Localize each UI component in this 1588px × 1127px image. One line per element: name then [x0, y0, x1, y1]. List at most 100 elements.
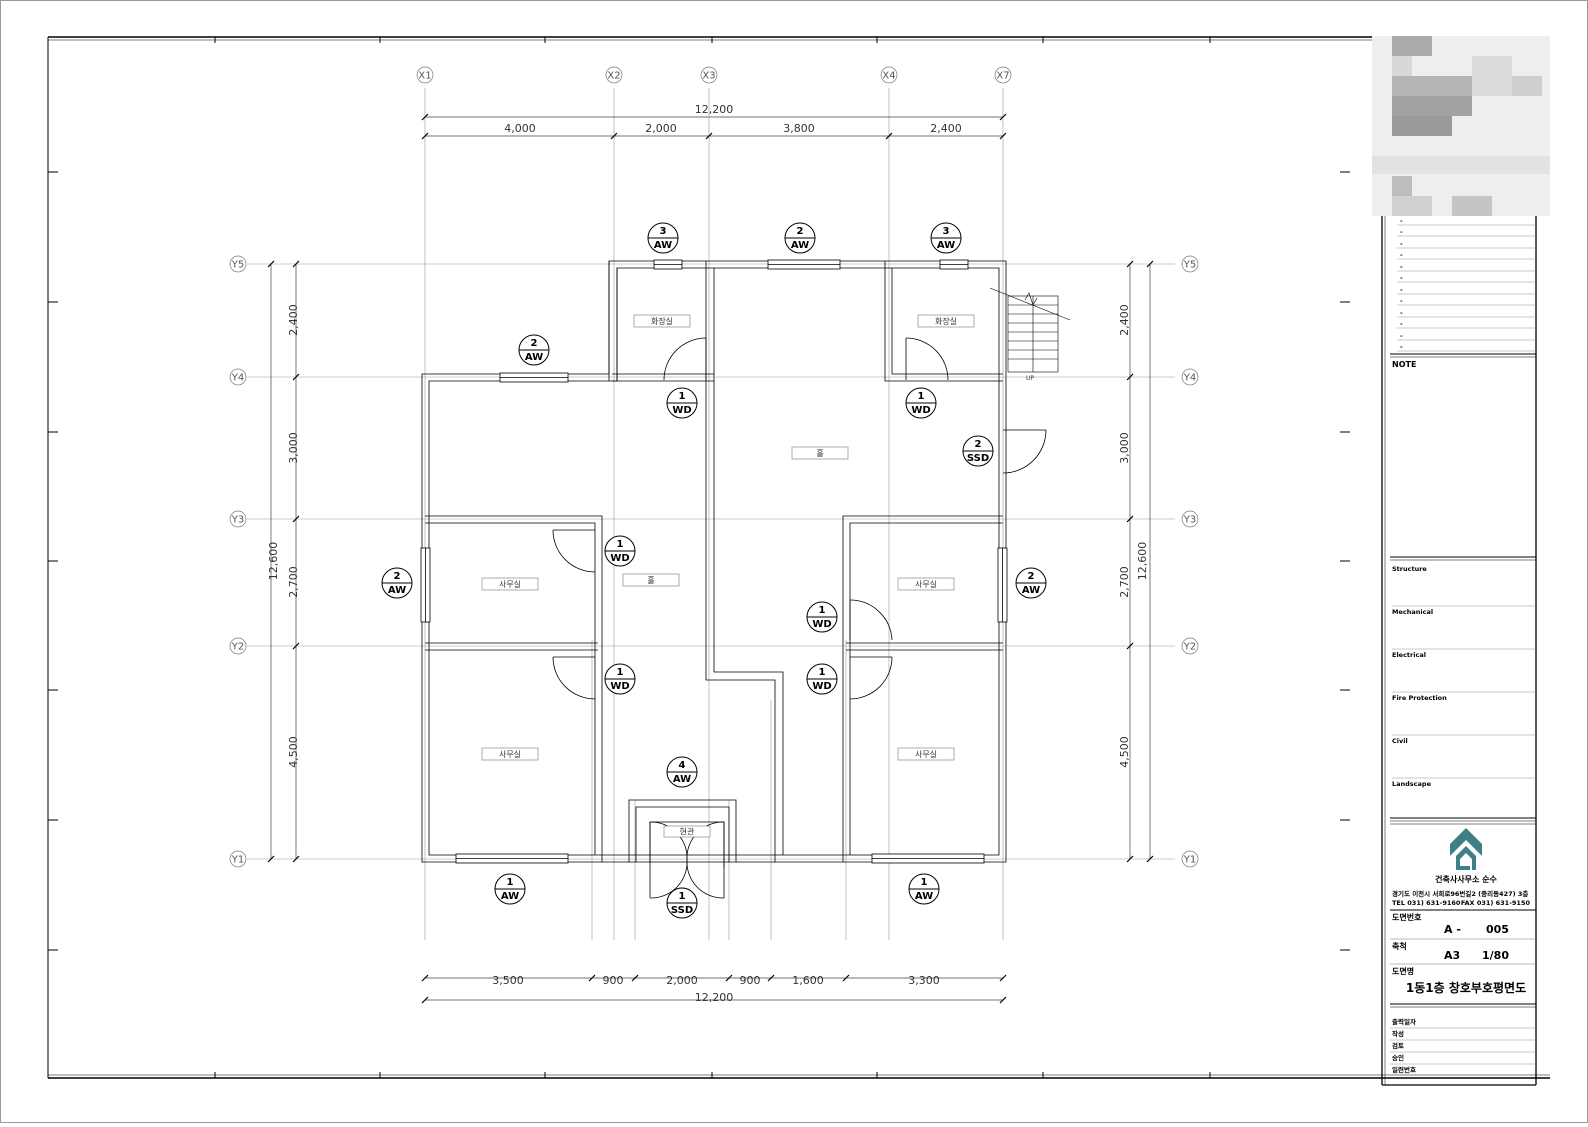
grid-bubble: X4: [880, 66, 898, 84]
opening-tag: 1WD: [806, 663, 838, 695]
tag-code: AW: [1022, 585, 1040, 596]
signoff-label: 승인: [1392, 1053, 1404, 1062]
opening-tag: 3AW: [930, 222, 962, 254]
dim-right-total: 12,600: [1136, 542, 1149, 581]
tag-number: 1: [819, 667, 826, 678]
grid-label-y-right: Y4: [1183, 373, 1196, 384]
grid-label-y-right: Y5: [1183, 260, 1196, 271]
tag-code: WD: [672, 405, 691, 416]
opening-tag: 1AW: [908, 873, 940, 905]
room-label: 사무실: [499, 749, 521, 759]
dim-bottom: 3,300: [908, 974, 940, 987]
dim-bottom: 900: [740, 974, 761, 987]
paper-size: A3: [1444, 949, 1460, 962]
tag-code: AW: [525, 352, 543, 363]
revision-mark: -: [1400, 251, 1403, 259]
revision-mark: -: [1400, 286, 1403, 294]
stair: [989, 287, 1071, 373]
discipline-label: Landscape: [1392, 780, 1432, 788]
grid-label-x: X7: [996, 71, 1009, 82]
opening-tag: 2AW: [784, 222, 816, 254]
dim-left: 2,400: [287, 304, 300, 336]
room-label: 홀: [816, 448, 823, 458]
tag-number: 2: [1028, 571, 1035, 582]
tag-code: AW: [915, 891, 933, 902]
revision-mark: -: [1400, 263, 1403, 271]
opening-tag: 1WD: [666, 387, 698, 419]
revision-marks: - - - - - - - - - - - -: [1400, 217, 1403, 351]
discipline-list: Structure Mechanical Electrical Fire Pro…: [1392, 565, 1536, 788]
tag-number: 1: [679, 391, 686, 402]
tag-code: AW: [673, 774, 691, 785]
note-label: NOTE: [1392, 360, 1416, 369]
tag-number: 1: [617, 539, 624, 550]
blurred-stamp: [1372, 36, 1550, 216]
room-label: 화장실: [935, 316, 957, 326]
drawing-frame: [47, 36, 1550, 1079]
title-block: - - - - - - - - - - - - NOTE Structure M…: [1372, 36, 1550, 1086]
discipline-label: Mechanical: [1392, 608, 1433, 616]
revision-mark: -: [1400, 309, 1403, 317]
dim-bottom: 1,600: [792, 974, 824, 987]
dim-bottom-total: 12,200: [695, 991, 734, 1004]
dim-left: 3,000: [287, 432, 300, 464]
dim-bottom: 3,500: [492, 974, 524, 987]
discipline-label: Electrical: [1392, 651, 1426, 659]
dimension-lines: [267, 113, 1154, 1004]
tag-code: AW: [654, 240, 672, 251]
room-labels: 화장실 화장실 홀 홀 사무실 사무실 사무실 사무실 현관: [481, 314, 975, 838]
tag-number: 1: [921, 877, 928, 888]
tag-code: AW: [791, 240, 809, 251]
discipline-label: Civil: [1392, 737, 1408, 745]
opening-tag: 2AW: [1015, 567, 1047, 599]
drawing-number-prefix: A -: [1444, 923, 1461, 936]
tag-number: 2: [975, 439, 982, 450]
opening-tag: 1WD: [604, 535, 636, 567]
firm-fax: FAX 031) 631-9150: [1461, 899, 1531, 907]
opening-tag: 4AW: [666, 756, 698, 788]
revision-mark: -: [1400, 228, 1403, 236]
grid-label-y-left: Y4: [231, 373, 244, 384]
tag-number: 4: [679, 760, 686, 771]
revision-mark: -: [1400, 332, 1403, 340]
stair-up-label: UP: [1026, 375, 1034, 382]
revision-mark: -: [1400, 217, 1403, 225]
grid-label-y-left: Y5: [231, 260, 244, 271]
tag-code: WD: [610, 553, 629, 564]
signoff-label: 일련번호: [1392, 1065, 1416, 1074]
scale-label: 축척: [1392, 941, 1407, 951]
grid-label-x: X3: [702, 71, 715, 82]
grid-label-y-left: Y1: [231, 855, 244, 866]
opening-tag: 2AW: [518, 334, 550, 366]
tag-number: 1: [617, 667, 624, 678]
tag-number: 1: [507, 877, 514, 888]
tag-code: WD: [812, 681, 831, 692]
dim-top: 3,800: [783, 122, 815, 135]
dim-right: 2,700: [1118, 566, 1131, 598]
dim-top: 2,400: [930, 122, 962, 135]
dim-bottom: 900: [603, 974, 624, 987]
tag-number: 3: [943, 226, 950, 237]
grid-label-x: X2: [607, 71, 620, 82]
revision-mark: -: [1400, 297, 1403, 305]
opening-tag: 1WD: [905, 387, 937, 419]
revision-rows: [1397, 224, 1536, 352]
room-label: 현관: [680, 827, 695, 837]
opening-tag: 1AW: [494, 873, 526, 905]
dim-left: 2,700: [287, 566, 300, 598]
tag-number: 1: [679, 891, 686, 902]
revision-mark: -: [1400, 240, 1403, 248]
dim-top: 4,000: [504, 122, 536, 135]
dim-right: 2,400: [1118, 304, 1131, 336]
drawing-scale: 1/80: [1482, 949, 1509, 962]
room-label: 사무실: [915, 749, 937, 759]
signoff-label: 작성: [1392, 1029, 1404, 1038]
discipline-label: Structure: [1392, 565, 1427, 573]
discipline-label: Fire Protection: [1392, 694, 1447, 702]
grid-label-y-left: Y2: [231, 642, 244, 653]
dim-top-total: 12,200: [695, 103, 734, 116]
tag-code: AW: [937, 240, 955, 251]
firm-tel: TEL 031) 631-9160: [1392, 899, 1461, 907]
tag-code: AW: [501, 891, 519, 902]
